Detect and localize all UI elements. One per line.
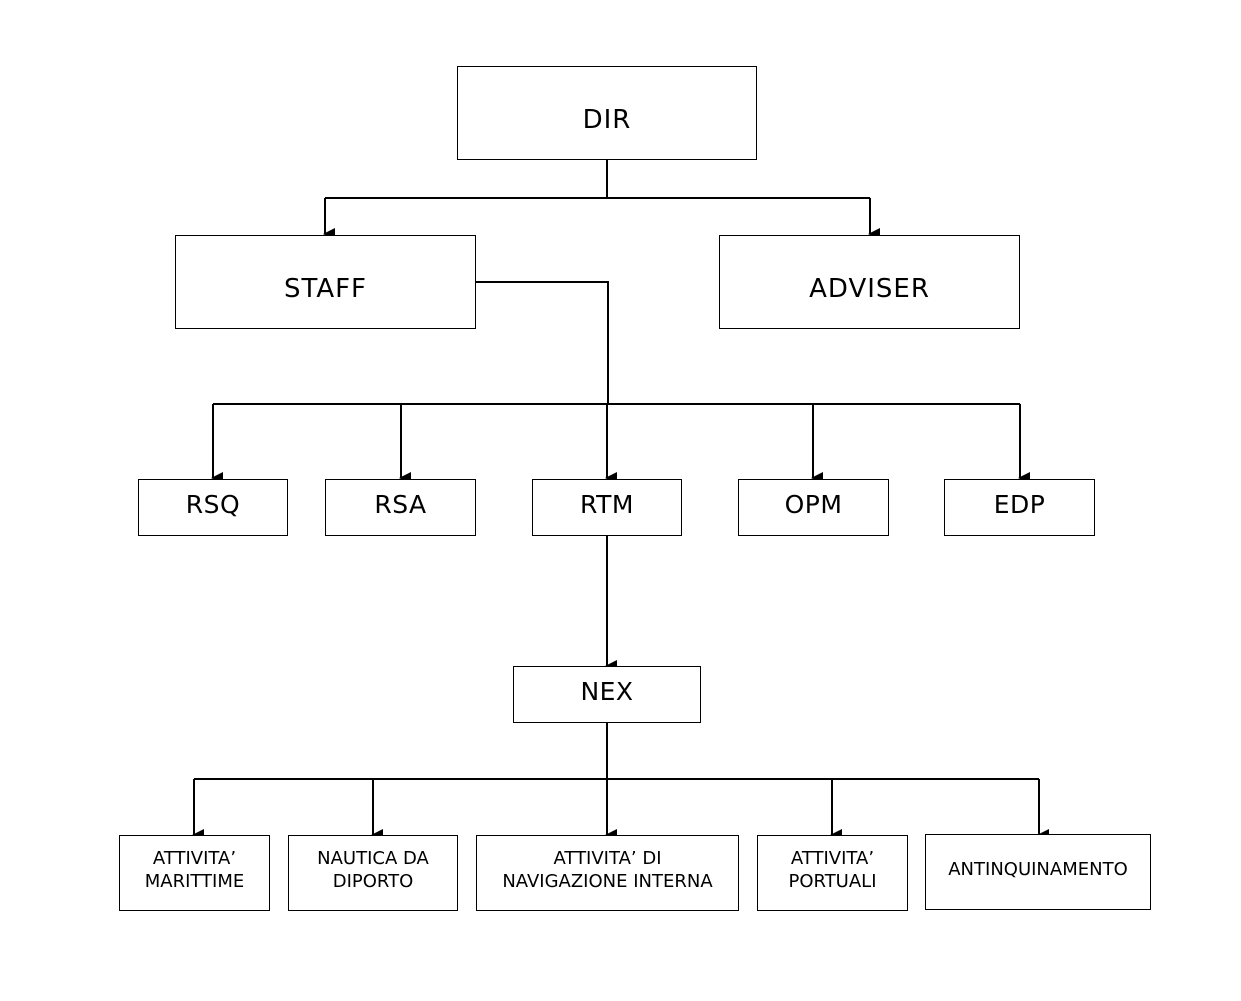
node-rsa: RSA [325,479,476,536]
node-dir-label: DIR [582,105,632,135]
node-staff: STAFF [175,235,476,329]
node-opm: OPM [738,479,889,536]
node-edp-label: EDP [993,490,1046,519]
connector-staff-trunk [476,281,609,404]
node-navigazione-interna-label: ATTIVITA’ DI NAVIGAZIONE INTERNA [502,848,713,892]
node-attivita-portuali-label: ATTIVITA’ PORTUALI [788,848,877,892]
node-attivita-marittime: ATTIVITA’ MARITTIME [119,835,270,911]
node-navigazione-interna: ATTIVITA’ DI NAVIGAZIONE INTERNA [476,835,739,911]
node-antinquinamento-label: ANTINQUINAMENTO [948,858,1128,880]
node-adviser: ADVISER [719,235,1020,329]
node-staff-label: STAFF [283,274,368,304]
node-edp: EDP [944,479,1095,536]
node-dir: DIR [457,66,757,160]
node-attivita-portuali: ATTIVITA’ PORTUALI [757,835,908,911]
node-nautica-da-diporto: NAUTICA DA DIPORTO [288,835,458,911]
node-nex: NEX [513,666,701,723]
node-nex-label: NEX [580,677,634,706]
node-adviser-label: ADVISER [809,274,930,304]
node-opm-label: OPM [784,490,843,519]
node-rsa-label: RSA [374,490,427,519]
node-antinquinamento: ANTINQUINAMENTO [925,834,1151,910]
node-rtm-label: RTM [580,490,634,519]
node-attivita-marittime-label: ATTIVITA’ MARITTIME [144,848,245,892]
node-rsq-label: RSQ [185,490,241,519]
node-rtm: RTM [532,479,682,536]
node-nautica-da-diporto-label: NAUTICA DA DIPORTO [317,848,429,892]
node-rsq: RSQ [138,479,288,536]
